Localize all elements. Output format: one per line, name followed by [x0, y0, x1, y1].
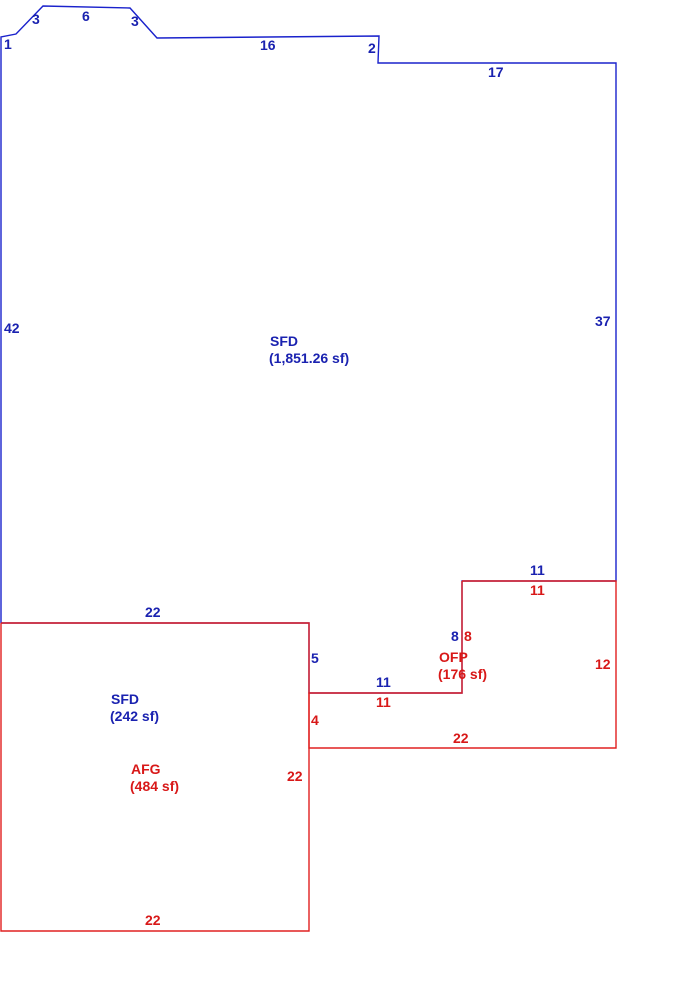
dim-sfd-left-top-corner: 1	[4, 36, 12, 52]
dim-ofp-bottom: 22	[453, 730, 469, 746]
dim-sfd-top-right-diagonal: 3	[131, 13, 139, 29]
sfd-small-code: SFD	[111, 691, 139, 707]
dim-sfd-ofp-top: 11	[530, 562, 545, 578]
ofp-code: OFP	[439, 649, 468, 665]
dim-sfd-left-side: 42	[4, 320, 20, 336]
dim-sfd-inner-horizontal: 11	[376, 674, 391, 690]
afg-code: AFG	[131, 761, 161, 777]
dim-sfd-top-jog: 2	[368, 40, 376, 56]
dim-ofp-right: 12	[595, 656, 611, 672]
dim-sfd-garage-top: 22	[145, 604, 161, 620]
dim-ofp-inner-vertical: 4	[311, 712, 319, 728]
dim-sfd-top-bump: 6	[82, 8, 90, 24]
dim-sfd-top-right: 17	[488, 64, 504, 80]
sfd-small-area: (242 sf)	[110, 708, 159, 724]
dim-afg-right: 22	[287, 768, 303, 784]
dim-ofp-top: 11	[530, 582, 545, 598]
dim-sfd-ofp-left: 8	[451, 628, 459, 644]
ofp-outline	[308, 580, 617, 749]
dim-sfd-top-left-diagonal: 3	[32, 11, 40, 27]
dim-sfd-right-side: 37	[595, 313, 611, 329]
sfd-main-code: SFD	[270, 333, 298, 349]
sfd-main-area: (1,851.26 sf)	[269, 350, 349, 366]
dim-ofp-inner-horizontal: 11	[376, 694, 391, 710]
dim-ofp-left: 8	[464, 628, 472, 644]
ofp-area: (176 sf)	[438, 666, 487, 682]
dim-sfd-inner-vertical: 5	[311, 650, 319, 666]
afg-area: (484 sf)	[130, 778, 179, 794]
dim-afg-bottom: 22	[145, 912, 161, 928]
afg-outline	[0, 622, 310, 932]
dim-sfd-top-middle: 16	[260, 37, 276, 53]
